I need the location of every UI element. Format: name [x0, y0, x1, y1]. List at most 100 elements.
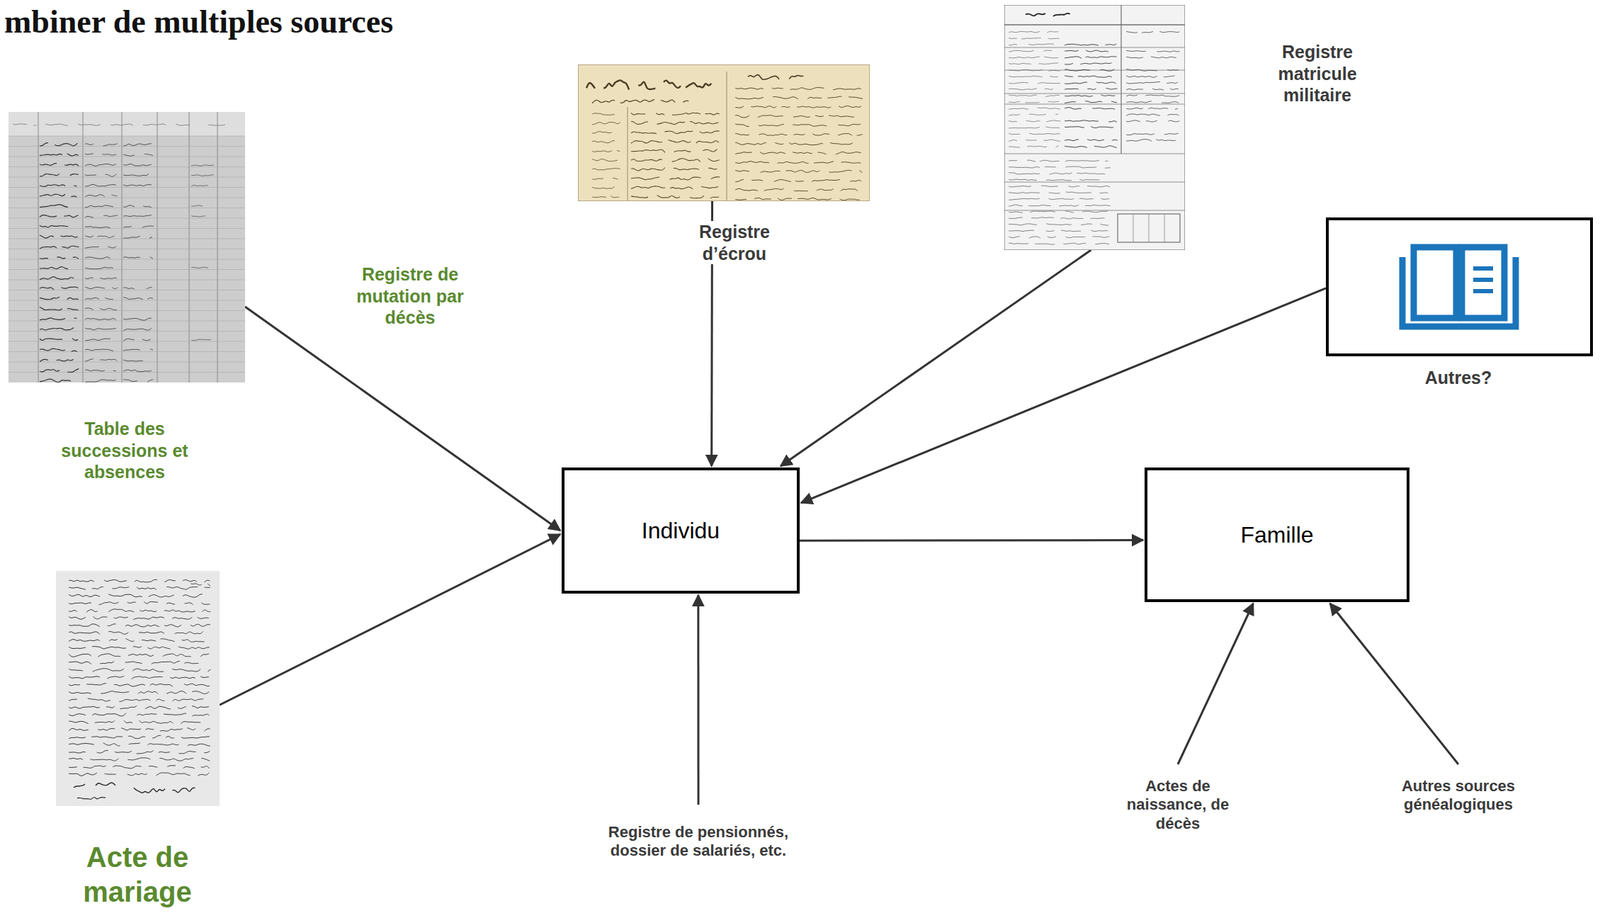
- document-illustration: [807, 97, 822, 99]
- document-illustration: [111, 194, 117, 197]
- document-illustration: [89, 758, 119, 761]
- document-illustration: [67, 297, 79, 300]
- document-illustration: [777, 198, 792, 201]
- document-illustration: [1167, 120, 1180, 122]
- document-illustration: [1077, 75, 1112, 78]
- document-illustration: [142, 339, 151, 341]
- document-illustration: [735, 115, 750, 118]
- document-illustration: [138, 720, 173, 724]
- document-illustration: [682, 100, 689, 102]
- document-illustration: [169, 677, 196, 679]
- document-illustration: [772, 87, 784, 90]
- document-illustration: [182, 639, 205, 642]
- document-illustration: [735, 199, 747, 201]
- document-illustration: [174, 631, 204, 634]
- document-illustration: [84, 257, 111, 259]
- document-illustration: [1028, 43, 1054, 46]
- document-illustration: [689, 121, 719, 124]
- document-illustration: [1008, 43, 1018, 45]
- document-illustration: [148, 765, 158, 768]
- document-illustration: [191, 706, 209, 709]
- document-illustration: [187, 743, 211, 746]
- document-illustration: [99, 308, 117, 311]
- document-illustration: [8, 248, 246, 250]
- document-illustration: [181, 736, 210, 739]
- document-illustration: [795, 180, 804, 183]
- document-illustration: [175, 123, 190, 126]
- document-illustration: [797, 197, 832, 200]
- document-illustration: [1090, 230, 1108, 232]
- document-illustration: [1126, 133, 1155, 136]
- document-illustration: [1008, 192, 1040, 194]
- document-illustration: [157, 111, 158, 383]
- document-illustration: [827, 96, 842, 98]
- document-illustration: [136, 587, 157, 590]
- document-illustration: [172, 787, 195, 793]
- document-illustration: [77, 796, 106, 799]
- document-illustration: [1008, 88, 1037, 90]
- document-illustration: [1087, 139, 1105, 141]
- document-illustration: [134, 579, 158, 583]
- document-illustration: [55, 570, 220, 807]
- document-illustration: [1004, 70, 1185, 71]
- document-illustration: [67, 153, 79, 156]
- document-illustration: [673, 167, 700, 170]
- document-illustration: [667, 140, 691, 144]
- document-illustration: [84, 379, 117, 383]
- document-illustration: [592, 140, 615, 144]
- document-illustration: [702, 149, 717, 152]
- document-illustration: [735, 133, 750, 136]
- document-illustration: [155, 699, 165, 701]
- document-illustration: [84, 308, 94, 311]
- document-illustration: [1064, 43, 1099, 46]
- document-illustration: [128, 742, 141, 745]
- document-illustration: [1064, 139, 1079, 141]
- document-illustration: [126, 638, 135, 642]
- document-illustration: [1085, 56, 1117, 59]
- document-illustration: [1100, 94, 1115, 97]
- document-illustration: [1008, 204, 1023, 207]
- document-illustration: [1008, 56, 1040, 59]
- document-illustration: [1037, 82, 1061, 84]
- document-illustration: [68, 728, 89, 731]
- document-illustration: [796, 106, 831, 108]
- document-illustration: [148, 743, 180, 746]
- document-illustration: [203, 580, 210, 583]
- document-illustration: [70, 196, 77, 197]
- document-illustration: [1092, 236, 1110, 238]
- box-label: Famille: [1240, 522, 1314, 549]
- document-illustration: [631, 140, 663, 144]
- document-illustration: [757, 115, 784, 118]
- document-illustration: [177, 706, 187, 709]
- source-text: Registre de pensionnés, dossier de salar…: [608, 823, 790, 861]
- document-illustration: [172, 616, 192, 620]
- document-illustration: [8, 197, 246, 199]
- document-illustration: [812, 133, 830, 136]
- document-illustration: [103, 215, 118, 217]
- document-illustration: [123, 143, 152, 146]
- document-illustration: [726, 71, 728, 202]
- document-illustration: [1099, 69, 1115, 72]
- book-icon: [1413, 247, 1457, 319]
- document-illustration: [1096, 82, 1117, 84]
- book-icon: [1461, 247, 1505, 319]
- source-label: Acte de mariage: [63, 840, 212, 910]
- document-illustration: [1064, 145, 1088, 148]
- document-illustration: [1126, 82, 1161, 84]
- document-illustration: [774, 142, 784, 144]
- document-image: Acte de mariage: [55, 570, 220, 807]
- document-illustration: [656, 121, 685, 124]
- document-illustration: [164, 579, 176, 583]
- document-illustration: [1164, 133, 1179, 135]
- document-illustration: [101, 153, 117, 156]
- document-illustration: [1079, 179, 1100, 180]
- document-illustration: [1004, 24, 1185, 26]
- document-illustration: [1064, 120, 1099, 122]
- document-illustration: [1094, 243, 1110, 245]
- document-illustration: [1064, 75, 1074, 78]
- document-illustration: [711, 177, 720, 180]
- document-illustration: [166, 691, 187, 695]
- document-illustration: [123, 369, 152, 372]
- document-illustration: [8, 111, 246, 383]
- document-illustration: [147, 379, 153, 382]
